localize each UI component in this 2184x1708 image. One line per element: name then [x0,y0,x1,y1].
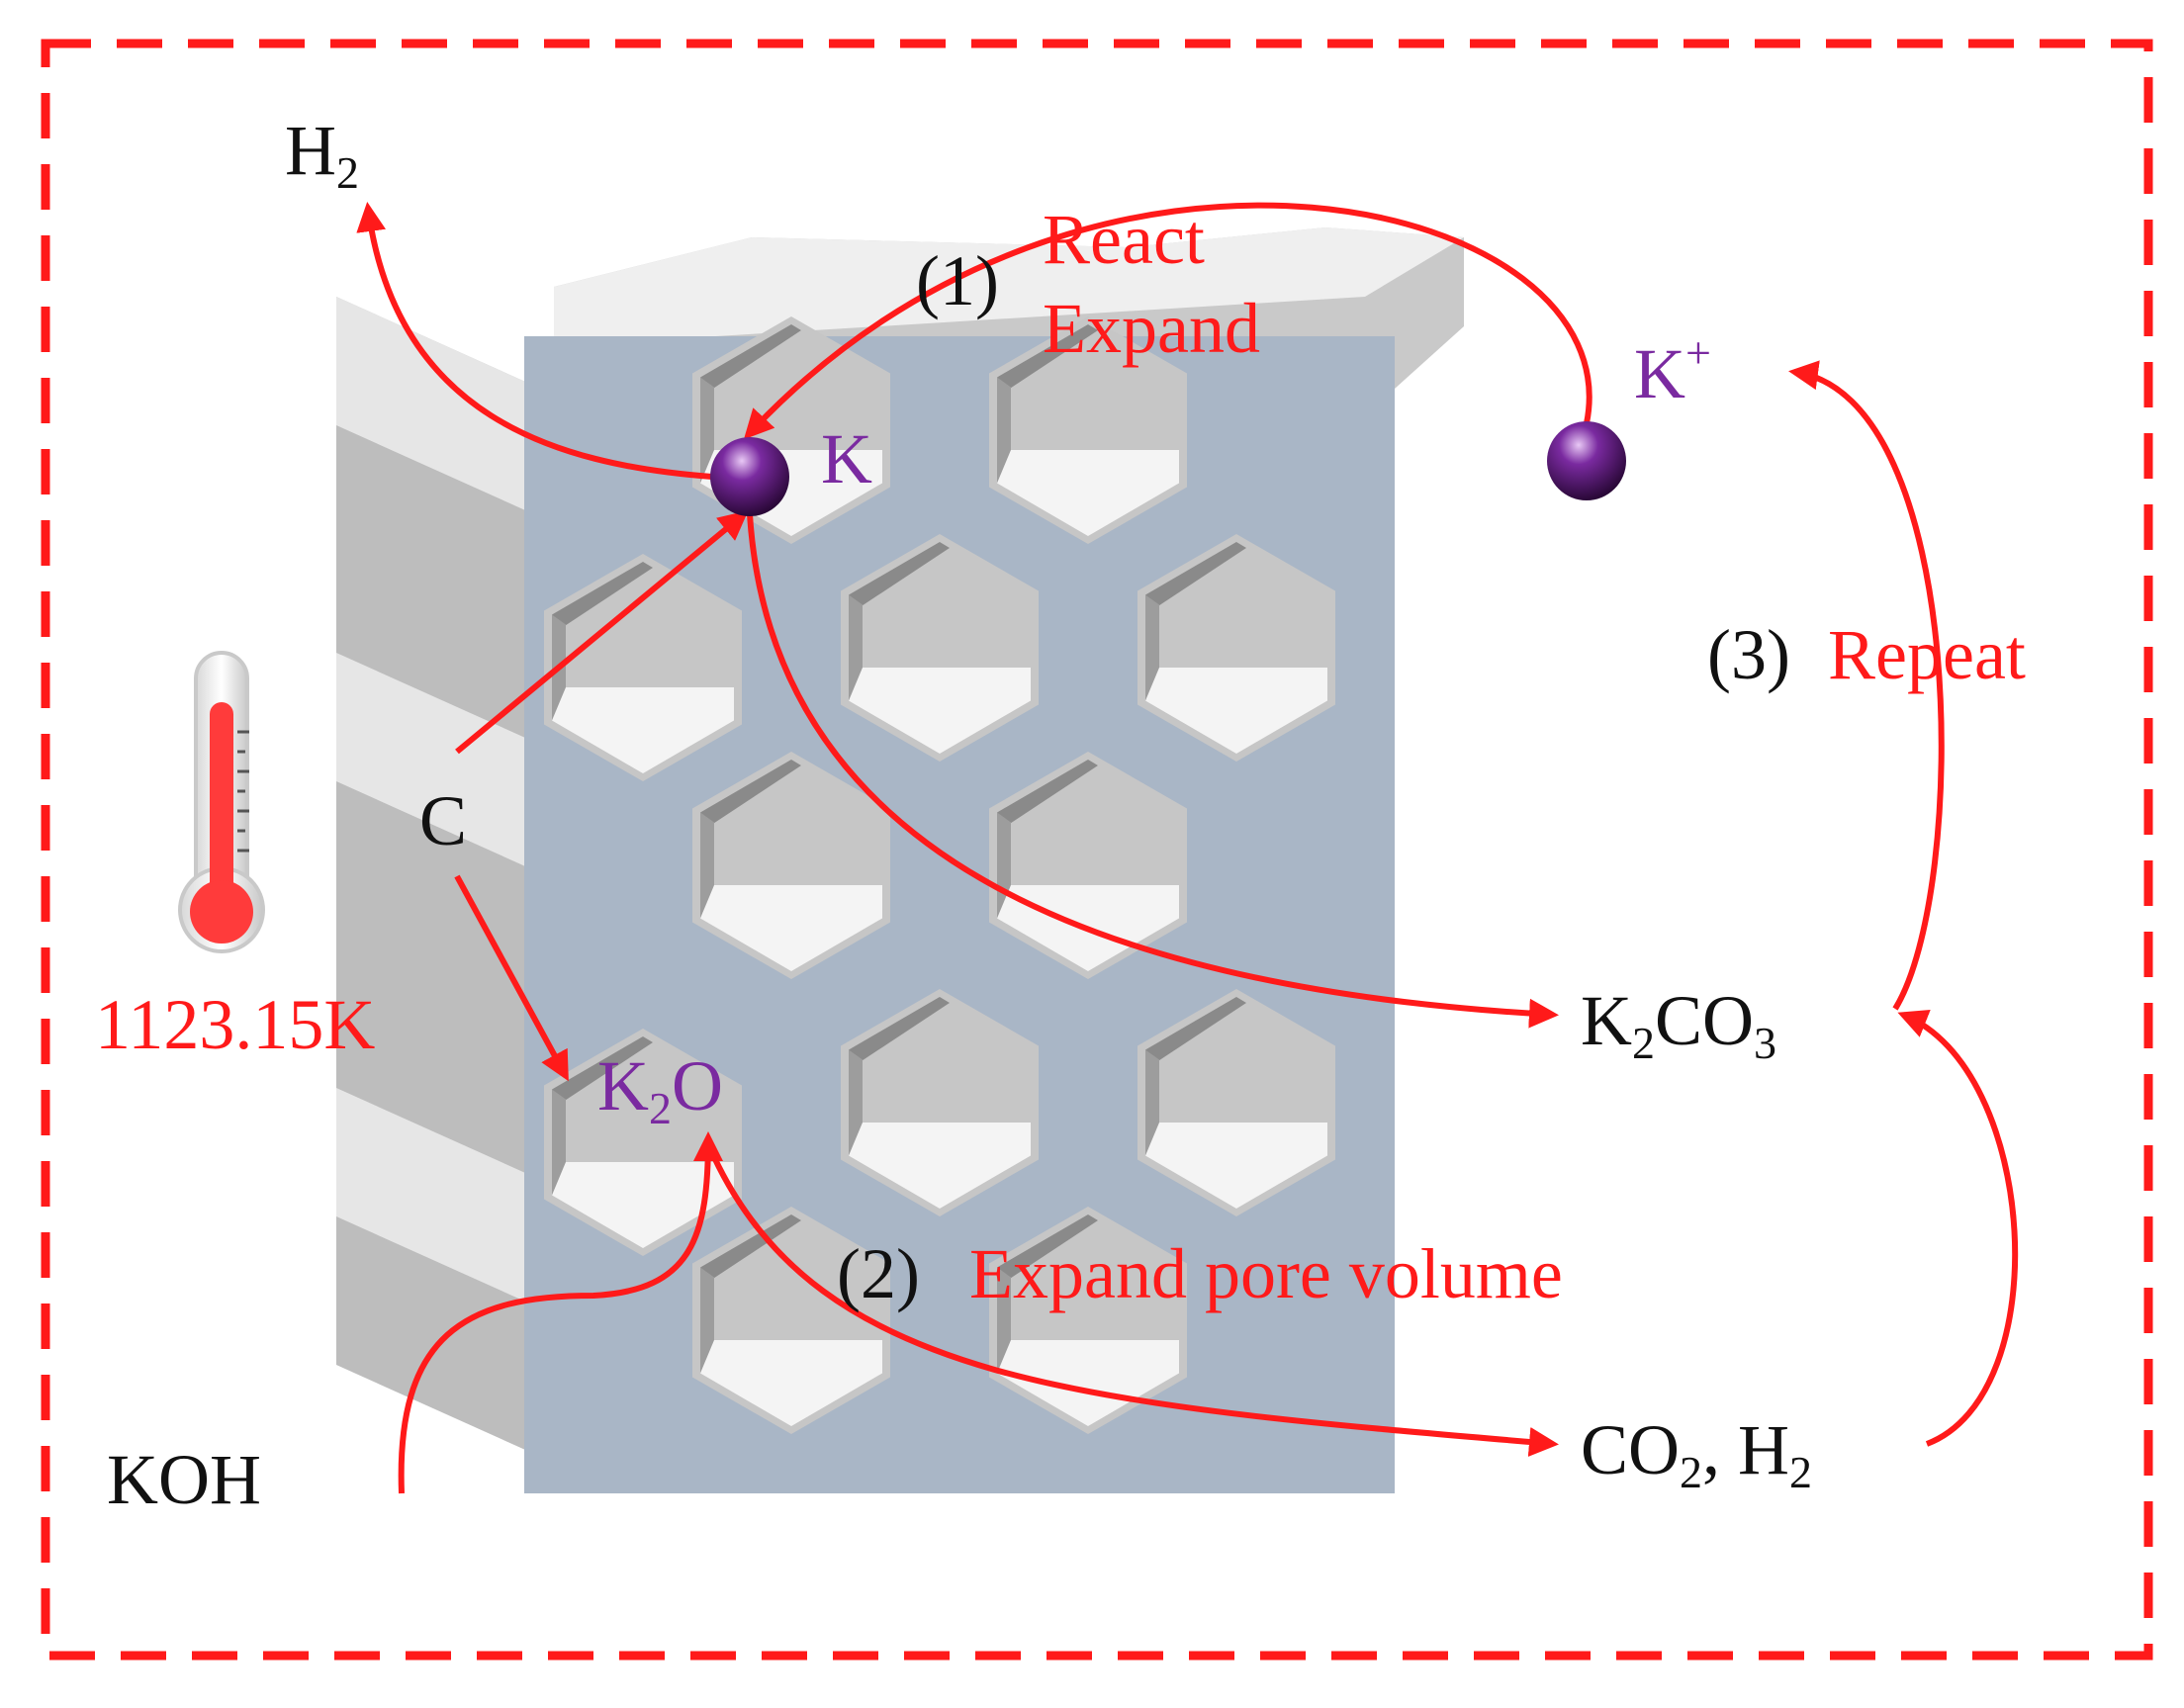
honeycomb-cell [989,1207,1187,1434]
honeycomb-cell [989,316,1187,544]
honeycomb-top-rim-light [554,227,1464,346]
honeycomb-side-shade [336,297,534,514]
potassium-atom-icon [710,437,789,516]
arrow-c-to-k2o [454,874,569,1082]
label-koh: KOH [107,1440,261,1519]
label-k2co3: K2CO3 [1581,981,1777,1068]
label-step1-number: (1) [916,241,999,320]
honeycomb-frame-plate [524,336,1395,1493]
arrow-c-to-k [455,510,749,755]
arrow-k2co3-to-kion [1788,360,1945,1011]
arrow-k2o-to-co2h2 [711,1155,1559,1457]
arrow-kion-to-k [743,202,1592,440]
honeycomb-cell [544,554,742,781]
label-step2-text: Expand pore volume [969,1234,1563,1313]
thermometer-icon [178,651,265,953]
label-step1-react: React [1043,200,1205,279]
honeycomb-side-shade [336,1088,534,1305]
label-step3-number: (3) [1707,615,1790,694]
arrow-k-to-k2co3 [747,513,1559,1029]
honeycomb-cell [841,989,1039,1216]
arrow-co2h2-to-k2co3 [1897,1009,2019,1447]
honeycomb-cell [544,1029,742,1256]
honeycomb-cell [692,752,890,979]
label-k-ion: K+ [1634,327,1711,413]
arrow-koh-to-k2o [398,1131,723,1494]
honeycomb-cell [1138,534,1335,762]
label-temperature: 1123.15K [95,985,376,1064]
honeycomb-cell [692,1207,890,1434]
honeycomb-cell [1138,989,1335,1216]
reaction-arrows [356,202,2019,1494]
label-h2-top: H2 [285,111,359,198]
honeycomb-cell [841,534,1039,762]
label-k2o: K2O [597,1046,723,1133]
label-co2-h2: CO2, H2 [1581,1410,1813,1497]
arrow-k-to-h2 [356,202,713,480]
label-step1-expand: Expand [1043,289,1260,368]
potassium-ion-icon [1547,421,1626,500]
label-k-atom: K [821,419,872,498]
label-step2-number: (2) [837,1234,920,1313]
label-carbon: C [419,781,468,860]
honeycomb-side-shade [336,653,534,870]
dashed-frame [41,39,2153,1661]
label-step3-repeat: Repeat [1828,615,2026,694]
